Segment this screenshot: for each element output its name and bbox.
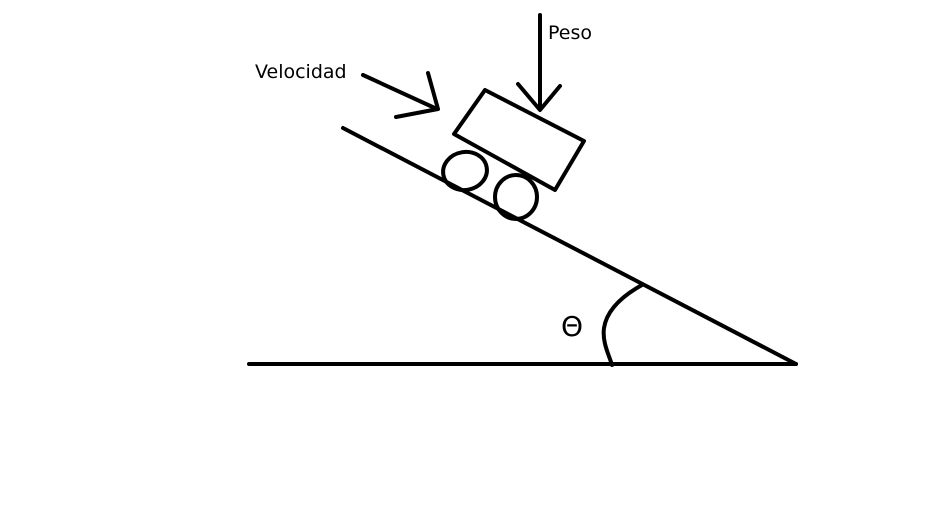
angle-label: Θ (561, 310, 583, 343)
weight-label: Peso (548, 22, 592, 44)
incline-line (341, 126, 798, 366)
velocity-label: Velocidad (255, 61, 347, 83)
cart-wheel-front (493, 173, 539, 221)
cart-body (452, 88, 586, 192)
cart-wheel-rear (441, 149, 489, 193)
weight-arrow (516, 13, 562, 112)
velocity-arrow (361, 71, 440, 119)
angle-arc (601, 283, 644, 367)
